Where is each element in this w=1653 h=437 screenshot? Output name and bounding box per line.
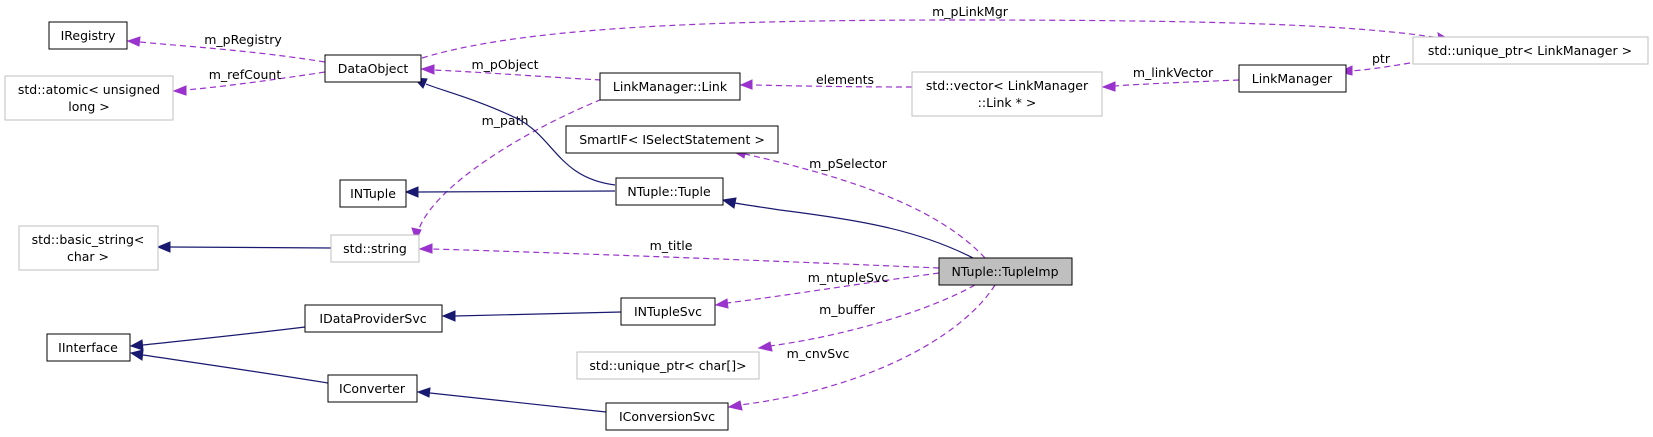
edge-m-pregistry	[139, 41, 326, 63]
node-label: std::atomic< unsigned	[18, 82, 160, 97]
node-label: SmartIF< ISelectStatement >	[579, 132, 765, 147]
node-dataobject[interactable]: DataObject	[324, 54, 422, 83]
edge-m-pobject	[432, 69, 602, 81]
node-label: long >	[68, 99, 109, 114]
edge-m-linkvector	[1114, 79, 1240, 87]
node-idataprovidersvc[interactable]: IDataProviderSvc	[304, 304, 443, 333]
edge-string-basicstring	[169, 246, 332, 249]
node-vector[interactable]: std::vector< LinkManager ::Link * >	[911, 71, 1103, 117]
node-ntuple-tupleimp[interactable]: NTuple::TupleImp	[938, 257, 1073, 286]
edge-m-path	[417, 91, 621, 233]
edge-iconversion-iconverter	[429, 392, 607, 413]
node-label: std::basic_string<	[32, 232, 145, 247]
edge-tupleimp-tuple	[734, 202, 978, 261]
arrowhead	[714, 298, 729, 309]
label-m-plinkmgr: m_pLinkMgr	[932, 4, 1009, 19]
node-linkmanager[interactable]: LinkManager	[1238, 64, 1347, 93]
arrowhead	[418, 243, 433, 254]
label-m-buffer: m_buffer	[819, 302, 876, 317]
node-intuplesvc[interactable]: INTupleSvc	[620, 297, 716, 326]
arrowhead	[1101, 81, 1116, 92]
label-m-title: m_title	[650, 238, 693, 253]
node-label: std::unique_ptr< char[]>	[589, 358, 746, 373]
node-label: char >	[67, 249, 109, 264]
node-label: DataObject	[338, 61, 409, 76]
arrowhead	[727, 400, 743, 411]
arrowhead	[416, 387, 431, 398]
arrowhead	[441, 310, 456, 322]
node-iinterface[interactable]: IInterface	[46, 333, 131, 362]
edge-idataprovider-iinterface	[142, 326, 306, 346]
node-smartif[interactable]: SmartIF< ISelectStatement >	[565, 125, 779, 154]
arrowhead	[129, 339, 144, 351]
label-m-refcount: m_refCount	[209, 67, 282, 82]
node-ntuple-tuple[interactable]: NTuple::Tuple	[615, 177, 724, 206]
node-label: std::vector< LinkManager	[926, 78, 1089, 93]
label-ptr: ptr	[1372, 51, 1391, 66]
node-std-string[interactable]: std::string	[330, 234, 420, 263]
node-uniqueptr-char[interactable]: std::unique_ptr< char[]>	[576, 351, 760, 380]
label-elements: elements	[816, 72, 874, 87]
label-m-pselector: m_pSelector	[809, 156, 888, 171]
label-m-cnvsvc: m_cnvSvc	[787, 346, 850, 361]
node-label: IDataProviderSvc	[319, 311, 426, 326]
node-label: ::Link * >	[978, 95, 1037, 110]
arrowhead	[420, 64, 435, 75]
edge-m-cnvsvc	[739, 284, 996, 406]
edge-m-pselector	[744, 153, 986, 259]
node-atomic[interactable]: std::atomic< unsigned long >	[4, 75, 174, 121]
node-label: IConverter	[339, 381, 406, 396]
arrowhead	[404, 186, 419, 198]
edge-tuple-dataobject	[425, 83, 616, 186]
edge-tuple-intuple	[417, 190, 616, 193]
arrowhead	[129, 349, 144, 361]
arrowhead	[172, 85, 187, 96]
edge-elements	[751, 84, 913, 88]
edge-m-ntuplesvc	[726, 272, 940, 304]
arrowhead	[126, 36, 141, 47]
arrowhead	[156, 241, 171, 253]
node-label: LinkManager::Link	[613, 79, 728, 94]
edge-iconverter-iinterface	[142, 354, 329, 384]
node-label: NTuple::Tuple	[627, 184, 711, 199]
edge-m-title	[431, 248, 940, 269]
arrowhead	[739, 79, 753, 90]
edge-m-plinkmgr	[421, 19, 1441, 59]
node-label: NTuple::TupleImp	[951, 264, 1058, 279]
node-label: IConversionSvc	[619, 409, 715, 424]
node-label: std::string	[343, 241, 407, 256]
label-m-pobject: m_pObject	[471, 57, 538, 72]
label-m-path: m_path	[482, 113, 529, 128]
node-label: IInterface	[58, 340, 118, 355]
edge-intuplesvc-idataprovider	[454, 311, 622, 317]
edge-m-refcount	[184, 71, 326, 91]
node-iregistry[interactable]: IRegistry	[48, 21, 128, 50]
label-m-ntuplesvc: m_ntupleSvc	[808, 270, 889, 285]
node-basic-string[interactable]: std::basic_string< char >	[18, 225, 159, 271]
label-m-pregistry: m_pRegistry	[204, 32, 282, 47]
node-label: INTuple	[350, 186, 396, 201]
node-label: INTupleSvc	[634, 304, 702, 319]
node-iconverter[interactable]: IConverter	[327, 374, 418, 403]
arrowhead	[757, 341, 773, 352]
edge-m-buffer	[769, 284, 976, 347]
node-label: LinkManager	[1252, 71, 1333, 86]
node-intuple[interactable]: INTuple	[339, 179, 407, 208]
node-label: IRegistry	[61, 28, 116, 43]
node-label: std::unique_ptr< LinkManager >	[1428, 43, 1632, 58]
label-m-linkvector: m_linkVector	[1133, 65, 1214, 80]
node-uniqueptr-linkmanager[interactable]: std::unique_ptr< LinkManager >	[1412, 36, 1649, 65]
node-linkmanager-link[interactable]: LinkManager::Link	[599, 72, 741, 101]
node-iconversionsvc[interactable]: IConversionSvc	[605, 402, 729, 431]
arrowhead	[721, 197, 737, 209]
